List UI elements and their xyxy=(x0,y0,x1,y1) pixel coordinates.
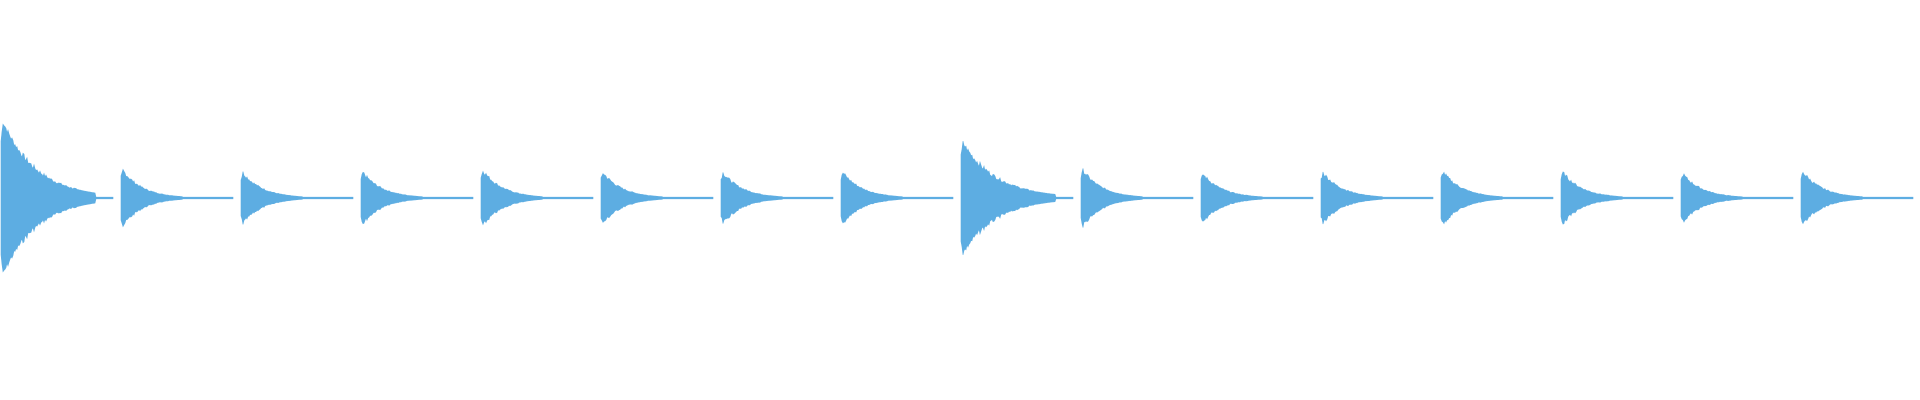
waveform-burst xyxy=(480,170,594,226)
waveform-burst xyxy=(1200,174,1314,222)
waveform-burst xyxy=(0,123,114,273)
waveform-burst xyxy=(360,171,474,225)
waveform-burst xyxy=(1560,171,1674,225)
waveform-burst xyxy=(1080,168,1194,228)
waveform-burst xyxy=(120,168,234,228)
waveform-burst xyxy=(1800,171,1914,225)
waveform-burst xyxy=(1440,171,1554,225)
waveform-burst xyxy=(840,172,954,224)
waveform-burst xyxy=(600,173,714,223)
waveform-burst xyxy=(1680,173,1794,223)
waveform-burst xyxy=(720,172,834,224)
waveform-burst xyxy=(240,171,354,225)
waveform-burst xyxy=(1320,171,1434,225)
waveform-burst xyxy=(960,141,1074,255)
